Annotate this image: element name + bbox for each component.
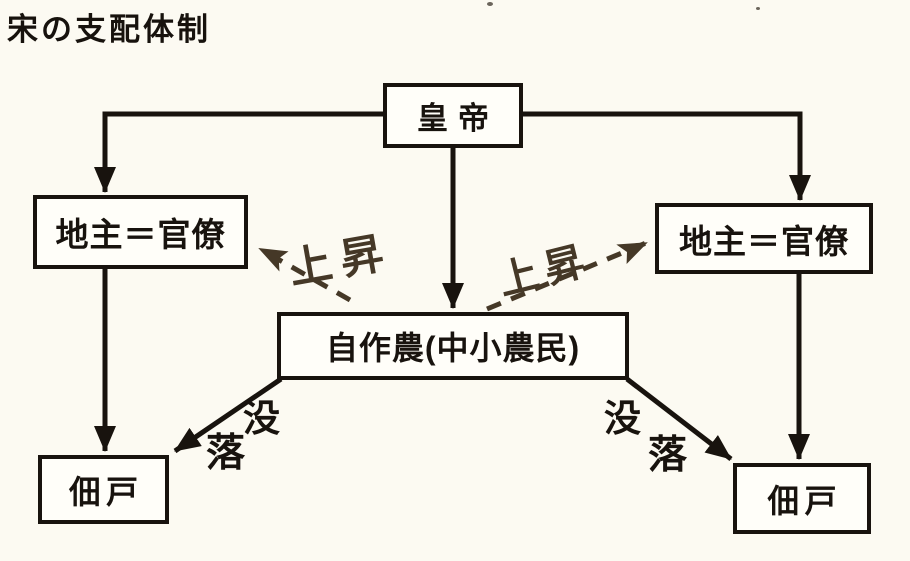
decline-label-left-char2: 落 bbox=[206, 432, 246, 475]
arrow-emperor-to-landlord-left bbox=[94, 111, 383, 193]
arrow-emperor-to-landlord-right bbox=[523, 111, 811, 201]
node-landlord-right: 地主＝官僚 bbox=[655, 203, 873, 274]
scan-artifact bbox=[487, 2, 493, 6]
page-title: 宋の支配体制 bbox=[7, 12, 211, 47]
decline-label-left-char1: 没 bbox=[243, 398, 280, 439]
node-farmers: 自作農(中小農民) bbox=[277, 312, 629, 380]
scan-artifact bbox=[756, 7, 760, 10]
decline-label-right-char1: 没 bbox=[604, 398, 641, 439]
node-tenant-right: 佃戸 bbox=[733, 463, 871, 534]
node-landlord-left: 地主＝官僚 bbox=[33, 195, 248, 269]
rise-label-right: 上昇 bbox=[494, 238, 596, 304]
node-tenant-left: 佃戸 bbox=[38, 455, 169, 524]
decline-label-right-char2: 落 bbox=[648, 434, 688, 477]
node-emperor: 皇帝 bbox=[383, 83, 523, 148]
rise-label-left: 上昇 bbox=[285, 228, 397, 294]
